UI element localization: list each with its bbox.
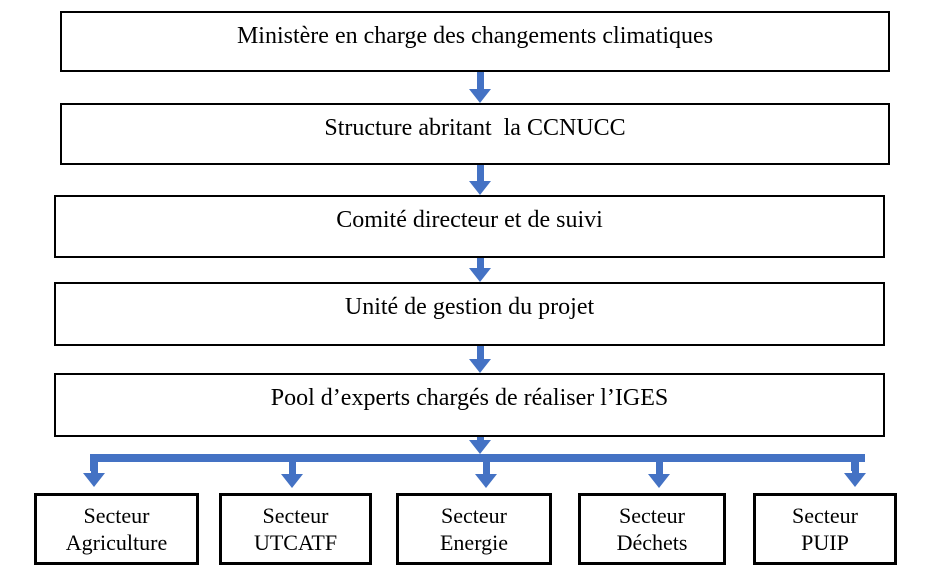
box-ministere-changements-climatiques: Ministère en charge des changements clim… — [60, 11, 890, 72]
arrow-comite-to-unite — [469, 258, 491, 282]
box-label-comite-directeur: Comité directeur et de suivi — [336, 207, 603, 233]
arrow-bar-to-utcatf — [281, 462, 303, 488]
arrow-unite-to-pool — [469, 346, 491, 373]
box-label-pool-experts: Pool d’experts chargés de réaliser l’IGE… — [270, 385, 669, 411]
sector-label-line2: Energie — [439, 530, 508, 555]
arrow-ministere-to-structure — [469, 72, 491, 103]
sector-label-line1: Secteur — [619, 503, 685, 528]
sector-label-line2: PUIP — [801, 530, 849, 555]
arrow-down-icon — [469, 359, 491, 373]
arrow-pool-to-bar — [469, 437, 491, 454]
bar-right-elbow — [851, 454, 859, 471]
arrow-down-icon — [469, 268, 491, 282]
arrow-stem — [655, 462, 663, 474]
sector-box-energie: Secteur Energie — [396, 493, 552, 565]
arrow-down-icon — [281, 474, 303, 488]
arrow-down-icon — [83, 473, 105, 487]
arrow-structure-to-comite — [469, 165, 491, 195]
sector-box-utcatf: Secteur UTCATF — [219, 493, 372, 565]
arrow-down-icon — [469, 181, 491, 195]
box-comite-directeur: Comité directeur et de suivi — [54, 195, 885, 258]
bar-left-elbow — [90, 454, 98, 471]
sector-label-line1: Secteur — [83, 503, 150, 528]
sector-label-line2: UTCATF — [253, 530, 338, 555]
arrow-bar-to-energie — [475, 462, 497, 488]
sector-label-line2: Déchets — [616, 530, 688, 555]
arrow-stem — [476, 437, 484, 440]
arrow-bar-to-puip — [844, 471, 866, 487]
arrow-stem — [476, 346, 484, 359]
box-structure-ccnucc: Structure abritant la CCNUCC — [60, 103, 890, 165]
box-pool-experts-iges: Pool d’experts chargés de réaliser l’IGE… — [54, 373, 885, 437]
arrow-stem — [476, 72, 484, 89]
box-label-structure-ccnucc: Structure abritant la CCNUCC — [324, 115, 626, 141]
sector-box-dechets: Secteur Déchets — [578, 493, 726, 565]
sector-label-line1: Secteur — [792, 503, 858, 528]
arrow-stem — [851, 471, 859, 473]
arrow-bar-to-agriculture — [83, 471, 105, 487]
sector-box-agriculture: Secteur Agriculture — [34, 493, 199, 565]
box-label-ministere: Ministère en charge des changements clim… — [236, 23, 714, 49]
arrow-down-icon — [469, 89, 491, 103]
arrow-down-icon — [844, 473, 866, 487]
arrow-stem — [476, 258, 484, 268]
distribution-bar — [90, 454, 865, 462]
sector-box-puip: Secteur PUIP — [753, 493, 897, 565]
arrow-bar-to-dechets — [648, 462, 670, 488]
box-unite-gestion-projet: Unité de gestion du projet — [54, 282, 885, 346]
box-label-unite-gestion: Unité de gestion du projet — [344, 294, 595, 320]
arrow-stem — [90, 471, 98, 473]
arrow-stem — [482, 462, 490, 474]
sector-label-line2: Agriculture — [65, 530, 168, 555]
sector-label-line1: Secteur — [441, 503, 507, 528]
arrow-down-icon — [648, 474, 670, 488]
arrow-stem — [476, 165, 484, 181]
arrow-down-icon — [469, 440, 491, 454]
arrow-down-icon — [475, 474, 497, 488]
arrow-stem — [288, 462, 296, 474]
sector-label-line1: Secteur — [262, 503, 329, 528]
